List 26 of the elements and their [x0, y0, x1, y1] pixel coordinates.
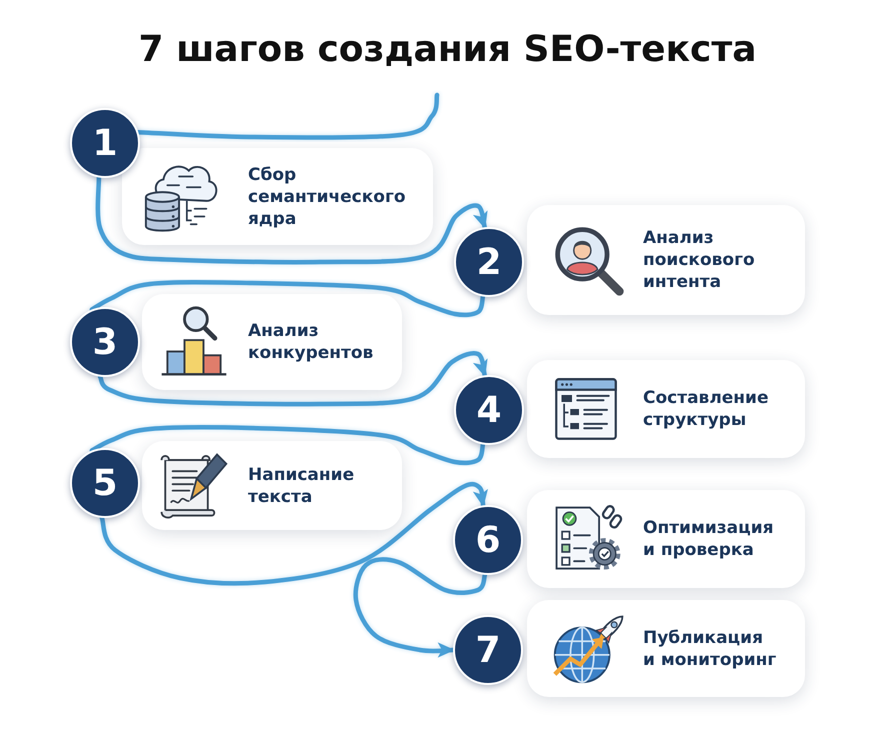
- step-card: [122, 148, 433, 245]
- step-title: Публикация и мониторинг: [643, 626, 777, 670]
- curved-arrow: [98, 351, 489, 406]
- step-number-circle: 1: [70, 108, 140, 178]
- step-number-circle: 5: [70, 448, 140, 518]
- title: 7 шагов создания SEO-текста: [138, 28, 756, 72]
- curved-arrow: [96, 175, 489, 264]
- step-card: [527, 600, 805, 697]
- step-title: Анализ поискового интента: [643, 227, 756, 293]
- step-number-circle: 3: [70, 307, 140, 377]
- step-number-circle: 6: [453, 505, 523, 575]
- step-card: [527, 360, 805, 458]
- step-card: [527, 490, 805, 588]
- step-title: Сбор семантического ядра: [248, 164, 407, 230]
- step-number-circle: 7: [453, 615, 523, 685]
- step-title: Составление структуры: [643, 387, 770, 431]
- step-number-circle: 2: [454, 227, 524, 297]
- step-title: Оптимизация и проверка: [643, 517, 775, 561]
- step-title: Анализ конкурентов: [248, 320, 374, 364]
- step-card: [142, 294, 402, 390]
- curved-arrow: [100, 482, 489, 586]
- step-title: Написание текста: [248, 464, 356, 508]
- step-card: [142, 441, 402, 530]
- step-card: [527, 205, 805, 315]
- step-number-circle: 4: [454, 375, 524, 445]
- curved-line: [136, 92, 440, 140]
